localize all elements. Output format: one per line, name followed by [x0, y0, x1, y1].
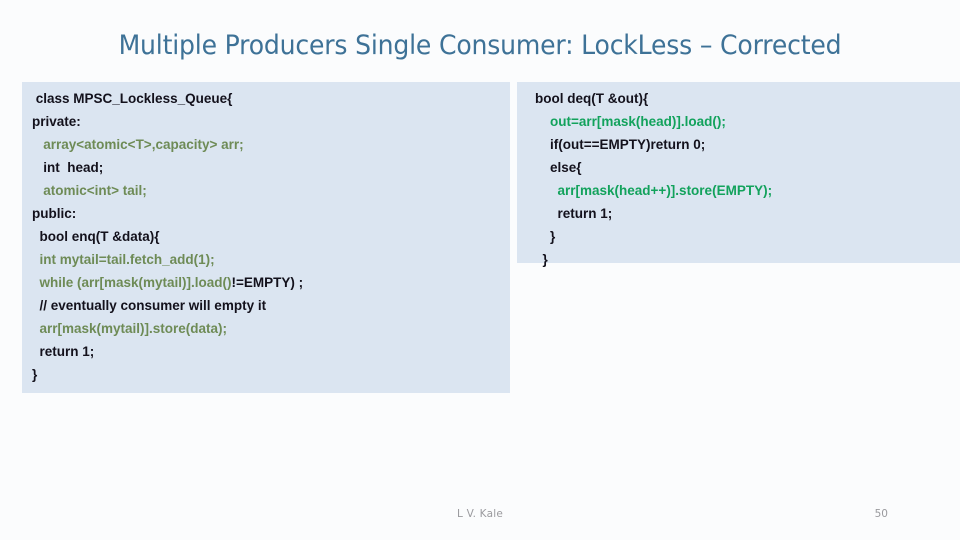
- code-line: class MPSC_Lockless_Queue{: [22, 87, 510, 110]
- page-title: Multiple Producers Single Consumer: Lock…: [118, 30, 842, 61]
- code-line: // eventually consumer will empty it: [22, 294, 510, 317]
- code-line: int mytail=tail.fetch_add(1);: [22, 248, 510, 271]
- dequeue-code-block: bool deq(T &out){ out=arr[mask(head)].lo…: [517, 82, 960, 267]
- code-line: bool enq(T &data){: [22, 225, 510, 248]
- code-token: int mytail=tail.fetch_add(1);: [32, 252, 215, 267]
- code-token: else{: [535, 160, 582, 175]
- code-token: }: [32, 367, 38, 382]
- code-token: while (arr[mask(mytail)].load(): [32, 275, 232, 290]
- code-line: out=arr[mask(head)].load();: [517, 110, 960, 133]
- code-token: arr[mask(head++)].store(EMPTY);: [535, 183, 773, 198]
- footer-page-number: 50: [874, 508, 888, 520]
- code-line: if(out==EMPTY)return 0;: [517, 133, 960, 156]
- code-token: out=arr[mask(head)].load();: [535, 114, 726, 129]
- code-token: arr[mask(mytail)].store(data);: [32, 321, 228, 336]
- footer-author: L V. Kale: [456, 508, 503, 520]
- code-token: // eventually consumer will empty it: [32, 298, 267, 313]
- code-token: bool enq(T &data){: [32, 229, 160, 244]
- code-line: bool deq(T &out){: [517, 87, 960, 110]
- code-token: if(out==EMPTY)return 0;: [535, 137, 706, 152]
- code-line: arr[mask(mytail)].store(data);: [22, 317, 510, 340]
- code-line: }: [517, 225, 960, 248]
- code-line: while (arr[mask(mytail)].load()!=EMPTY) …: [22, 271, 510, 294]
- code-token: class MPSC_Lockless_Queue{: [32, 91, 233, 106]
- code-token: array<atomic<T>,capacity> arr;: [32, 137, 244, 152]
- code-token: !=EMPTY) ;: [231, 275, 304, 290]
- enqueue-code-block: class MPSC_Lockless_Queue{ private: array…: [22, 82, 510, 393]
- code-token: private:: [32, 114, 81, 129]
- code-line: }: [517, 248, 960, 271]
- code-token: int head;: [32, 160, 104, 175]
- code-line: else{: [517, 156, 960, 179]
- code-line: array<atomic<T>,capacity> arr;: [22, 133, 510, 156]
- code-line: public:: [22, 202, 510, 225]
- code-line: int head;: [22, 156, 510, 179]
- code-token: return 1;: [32, 344, 95, 359]
- code-line: }: [22, 363, 510, 386]
- code-token: }: [535, 252, 548, 267]
- code-line: return 1;: [22, 340, 510, 363]
- code-token: }: [535, 229, 556, 244]
- code-token: atomic<int> tail;: [32, 183, 147, 198]
- code-line: arr[mask(head++)].store(EMPTY);: [517, 179, 960, 202]
- code-token: public:: [32, 206, 77, 221]
- code-token: bool deq(T &out){: [535, 91, 649, 106]
- code-line: return 1;: [517, 202, 960, 225]
- code-line: private:: [22, 110, 510, 133]
- code-line: atomic<int> tail;: [22, 179, 510, 202]
- code-token: return 1;: [535, 206, 613, 221]
